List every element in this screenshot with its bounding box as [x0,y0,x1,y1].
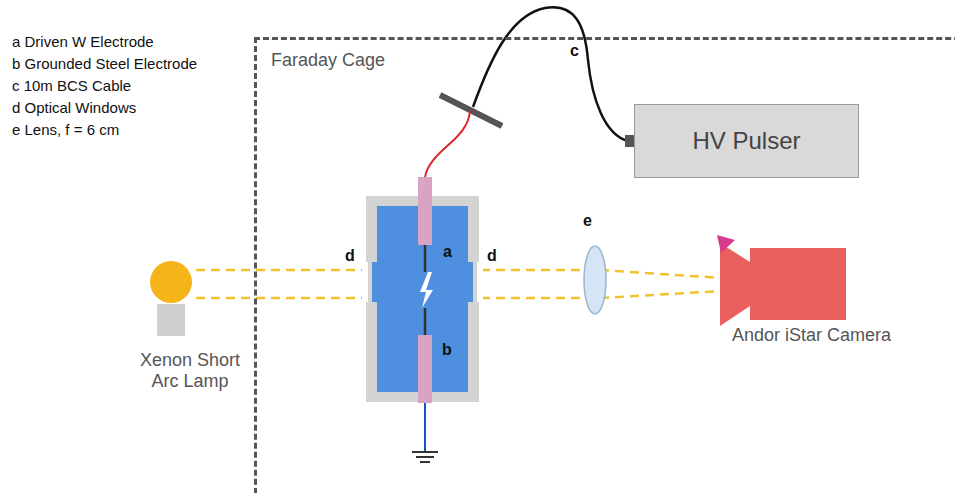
node-label: Faraday Cage [271,50,385,71]
callout-letter: d [487,247,497,265]
callout-letter: b [442,341,452,359]
electrode-holder [418,177,432,245]
legend-line: c 10m BCS Cable [12,77,131,94]
callout-letter: c [570,42,579,60]
window-gap [362,262,368,302]
callout-letter: a [443,243,452,261]
feedthrough-plate [440,95,502,126]
window-gap [477,262,483,302]
optical-window [372,262,473,302]
electrode-holder [418,335,432,403]
lens [584,246,606,314]
node-label: Xenon Short Arc Lamp [126,350,254,393]
callout-letter: d [345,247,355,265]
lamp-base [157,304,185,336]
lamp: Xenon Short Arc Lamp [115,255,265,397]
ground-wire [424,403,426,452]
camera-lens [720,243,750,326]
legend-line: e Lens, f = 6 cm [12,121,119,138]
node-label: Andor iStar Camera [732,325,891,346]
spark [420,272,433,308]
steel-electrode [424,308,427,335]
ground-symbol [412,452,438,462]
bcs-cable [473,7,628,141]
hv-wire [425,111,470,177]
node-label: HV Pulser [635,127,858,155]
camera: Andor iStar Camera [712,232,932,350]
camera-marker [717,235,735,253]
legend-line: b Grounded Steel Electrode [12,55,197,72]
w-electrode [424,245,427,272]
hv-pulser-box: HV Pulser [634,104,859,178]
faraday-cage: Faraday Cage HV PulserAndor iStar Camera [254,37,955,493]
lamp-bulb [150,261,192,303]
callout-letter: e [583,212,592,230]
legend-line: a Driven W Electrode [12,33,154,50]
legend-line: d Optical Windows [12,99,136,116]
camera-body [750,248,846,320]
